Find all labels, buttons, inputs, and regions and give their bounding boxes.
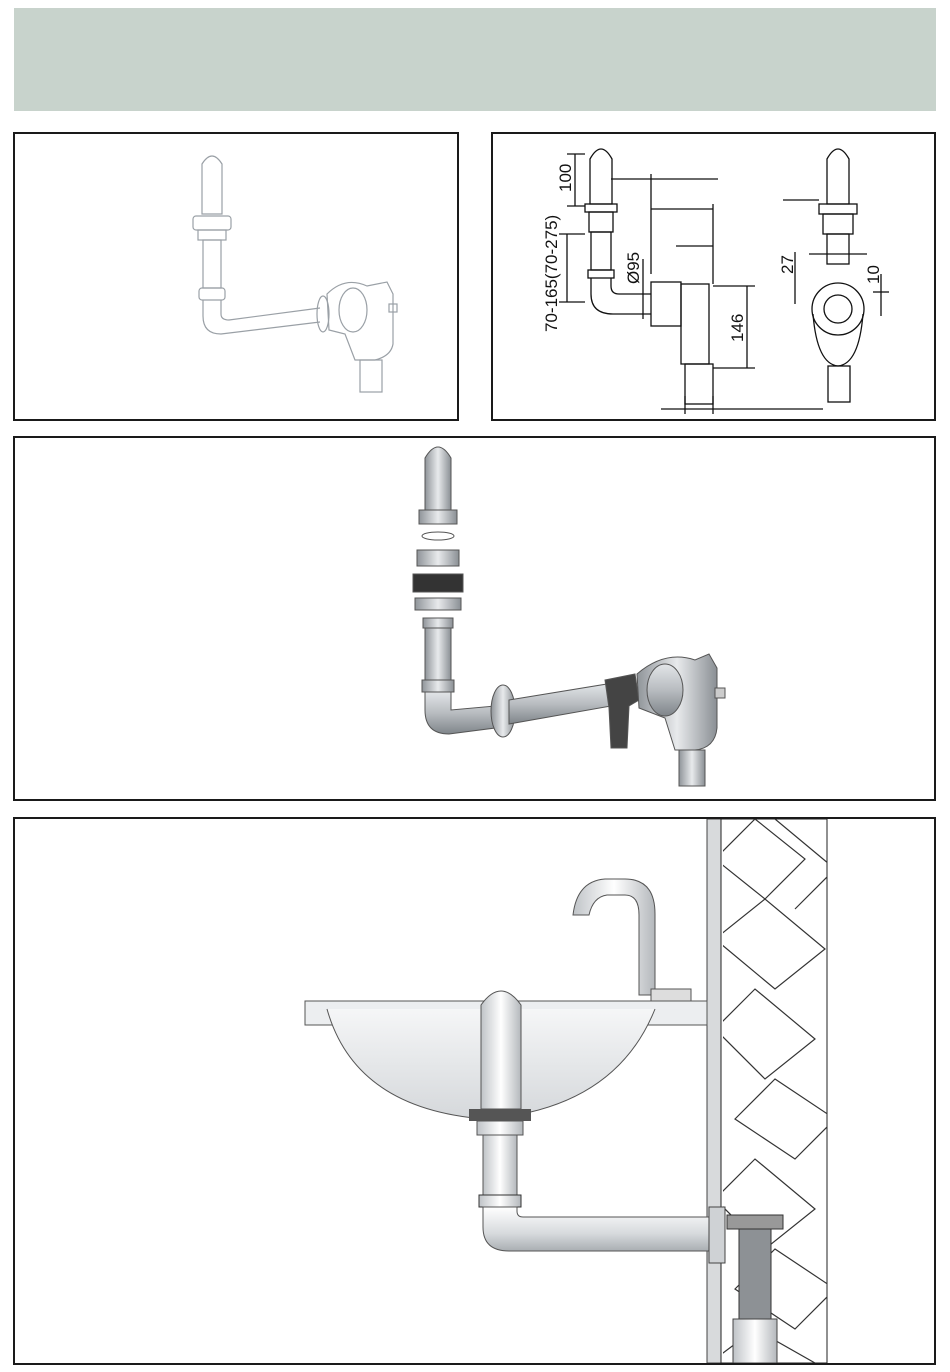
header-band [14, 8, 936, 111]
installation-view-panel [13, 817, 936, 1365]
bottle-trap-technical-drawing-icon: 100 70-165(70-275) Ø95 146 27 10 [493, 134, 934, 419]
exploded-view-panel [13, 436, 936, 801]
dim-height-top: 100 [556, 164, 575, 192]
bottle-trap-outline-icon [15, 134, 457, 419]
bottle-trap-exploded-icon [15, 438, 934, 799]
dimension-drawing-panel: 100 70-165(70-275) Ø95 146 27 10 [491, 132, 936, 421]
dim-diameter: Ø95 [624, 252, 643, 284]
product-view-panel [13, 132, 459, 421]
dim-side-10: 10 [864, 265, 883, 284]
dim-side-27: 27 [778, 255, 797, 274]
wash-basin-installation-icon [15, 819, 934, 1363]
dim-adjust-range: 70-165(70-275) [542, 215, 561, 332]
dim-height-outlet: 146 [728, 314, 747, 342]
